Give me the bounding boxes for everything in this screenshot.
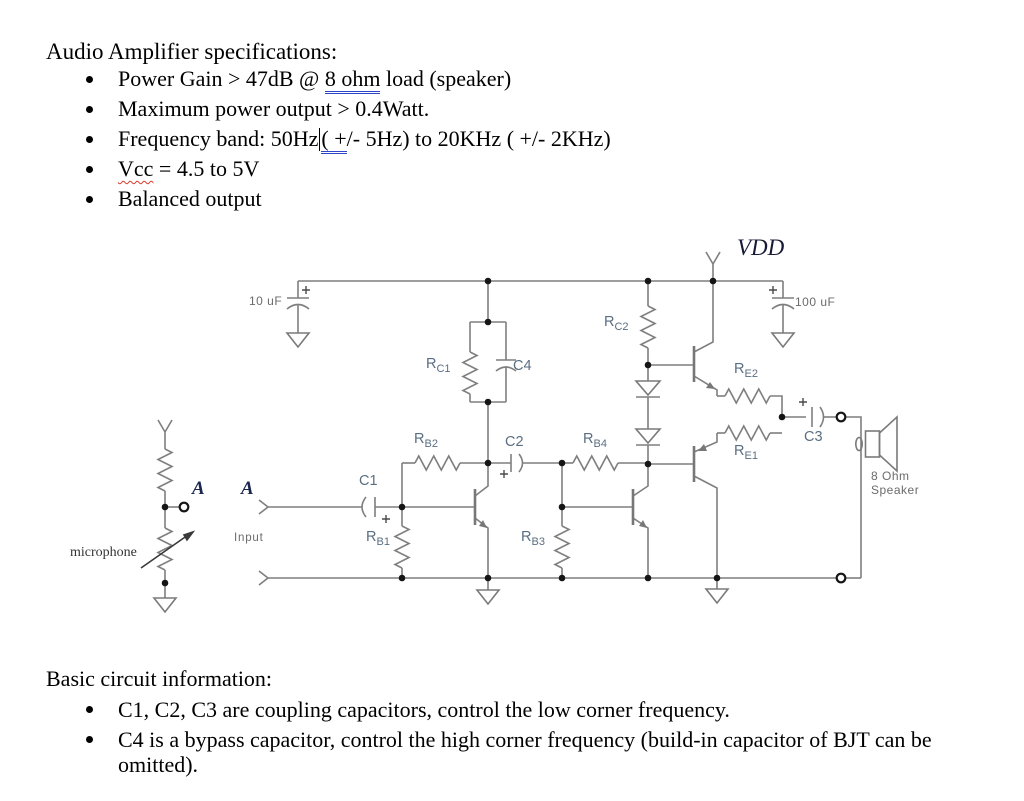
ref-main: R (366, 529, 377, 545)
ref-sub: B4 (593, 438, 607, 450)
label-re1: RE1 (734, 443, 758, 462)
spec-text: Frequency band: 50Hz (118, 126, 319, 151)
ref-main: R (604, 314, 615, 330)
microphone-label: microphone (70, 545, 137, 560)
ref-main: R (734, 361, 745, 377)
ref-sub: E1 (744, 450, 758, 462)
ref-main: R (583, 431, 594, 447)
speaker-label-line1: 8 Ohm (871, 469, 910, 483)
ref-sub: C1 (436, 363, 451, 375)
label-rc2: RC2 (604, 314, 629, 333)
label-rb2: RB2 (414, 431, 438, 450)
label-c2: C2 (505, 434, 524, 450)
grammar-underlined-text: ( + (321, 126, 347, 154)
spec-item-max-power: Maximum power output > 0.4Watt. (83, 94, 611, 124)
terminal-rings (178, 411, 847, 584)
vdd-label: VDD (737, 235, 785, 260)
label-c3: C3 (804, 429, 823, 445)
info-title: Basic circuit information: (46, 666, 273, 691)
spellcheck-underlined-text: Vcc (118, 156, 154, 181)
ref-sub: C2 (614, 321, 629, 333)
ref-sub: B3 (531, 536, 545, 548)
spec-text: Power Gain > 47dB @ (118, 66, 325, 91)
cap-10uf-value: 10 uF (249, 294, 283, 308)
speaker-icon (854, 415, 898, 473)
input-label: Input (234, 532, 264, 544)
cap-100uf-value: 100 uF (795, 295, 836, 309)
label-c4: C4 (513, 358, 532, 374)
specs-list: Power Gain > 47dB @ 8 ohm load (speaker)… (83, 64, 611, 214)
spec-item-frequency-band: Frequency band: 50Hz( +/- 5Hz) to 20KHz … (83, 124, 611, 154)
ref-sub: E2 (744, 368, 758, 380)
info-text: C1, C2, C3 are coupling capacitors, cont… (118, 697, 730, 722)
ref-main: R (521, 529, 532, 545)
node-a-label-input: A (241, 478, 254, 499)
label-rb1: RB1 (366, 529, 390, 548)
ref-sub: B2 (424, 438, 438, 450)
info-list: C1, C2, C3 are coupling capacitors, cont… (83, 697, 988, 782)
specs-title: Audio Amplifier specifications: (46, 39, 338, 64)
transistor-bars (473, 346, 696, 525)
spec-text: Maximum power output > 0.4Watt. (118, 96, 430, 121)
ref-main: R (426, 356, 437, 372)
node-a-label-mic: A (192, 478, 205, 499)
spec-text: = 4.5 to 5V (153, 156, 260, 181)
info-item-bypass-cap: C4 is a bypass capacitor, control the hi… (83, 727, 988, 778)
speaker-label-line2: Speaker (871, 483, 920, 497)
label-rb3: RB3 (521, 529, 545, 548)
spec-item-power-gain: Power Gain > 47dB @ 8 ohm load (speaker) (83, 64, 611, 94)
bias-diodes (634, 380, 662, 445)
info-text: C4 is a bypass capacitor, control the hi… (118, 726, 932, 778)
emitter-arrows (479, 382, 715, 528)
ref-main: R (414, 431, 425, 447)
ref-main: R (734, 443, 745, 459)
grammar-underlined-text: 8 ohm (324, 66, 381, 94)
text-cursor[interactable] (319, 128, 321, 151)
junction-dots (161, 277, 786, 587)
label-rb4: RB4 (583, 431, 607, 450)
label-rc1: RC1 (426, 356, 451, 375)
spec-text: Balanced output (118, 186, 262, 211)
spec-item-vcc: Vcc = 4.5 to 5V (83, 154, 611, 184)
spec-item-balanced-output: Balanced output (83, 184, 611, 214)
info-item-coupling-caps: C1, C2, C3 are coupling capacitors, cont… (83, 697, 988, 723)
mic-arrow (140, 530, 196, 569)
spec-text: load (speaker) (380, 66, 512, 91)
polarity-plus-marks (302, 286, 807, 523)
label-c1: C1 (359, 473, 378, 489)
label-re2: RE2 (734, 361, 758, 380)
spec-text: /- 5Hz) to 20KHz ( +/- 2KHz) (346, 126, 611, 151)
ref-sub: B1 (376, 536, 390, 548)
ground-symbols (152, 332, 796, 614)
